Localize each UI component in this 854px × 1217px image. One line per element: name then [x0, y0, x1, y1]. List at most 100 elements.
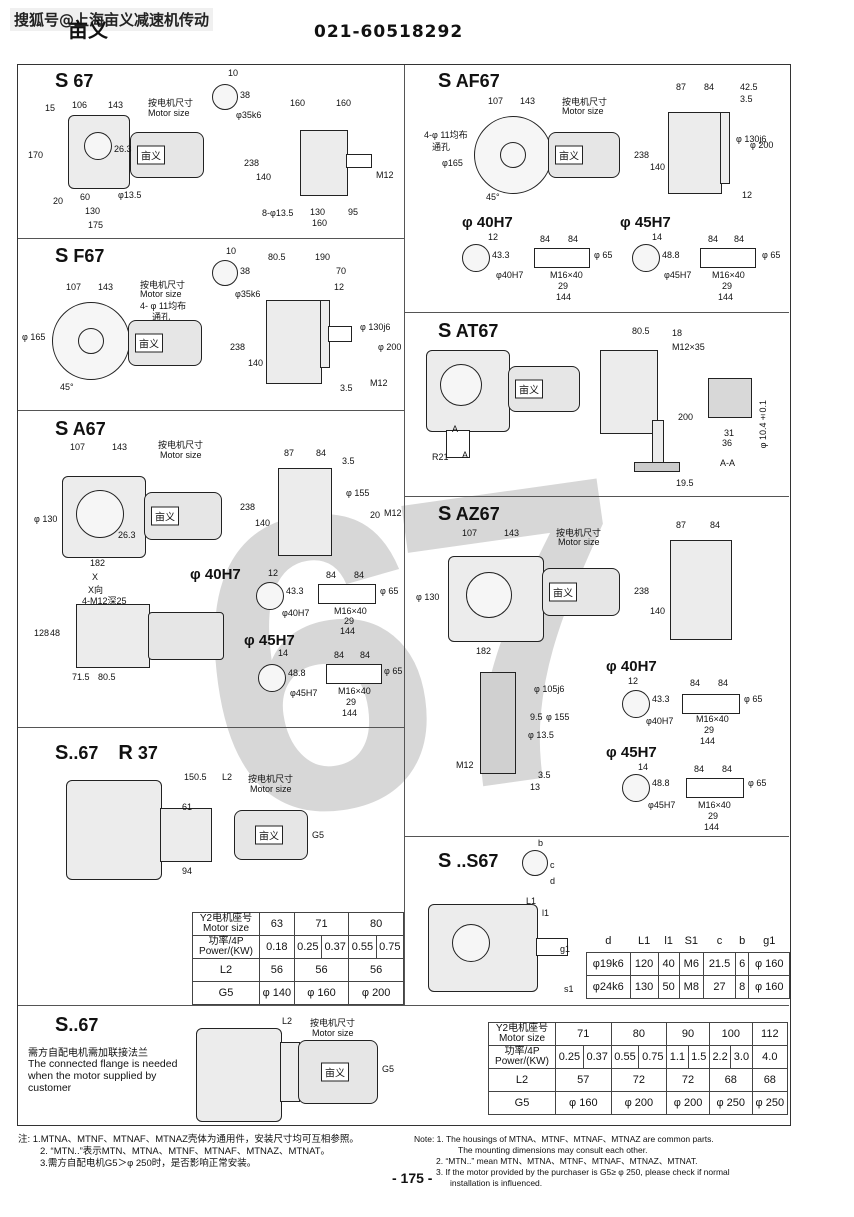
dim: 107 [70, 442, 86, 452]
divider [404, 312, 789, 313]
gearbox-housing [66, 780, 162, 880]
dim: φ 130j6 [736, 134, 767, 144]
dim: 84 [704, 82, 715, 92]
dim: 84 [568, 234, 579, 244]
dim: φ 200 [750, 140, 774, 150]
dim: 140 [248, 358, 264, 368]
motor-size-label: Motor size [558, 537, 600, 547]
dim: 143 [112, 442, 128, 452]
hollow-shaft-circle [466, 572, 512, 618]
dim: 238 [634, 586, 650, 596]
dim: 144 [718, 292, 734, 302]
dim: 128 [34, 628, 50, 638]
dim: 9.5 [530, 712, 543, 722]
motor-size-label: 按电机尺寸 [140, 280, 186, 290]
dim: φ45H7 [648, 800, 676, 810]
shaft-circle [500, 142, 526, 168]
dim: 36 [722, 438, 733, 448]
divider [404, 496, 789, 497]
section-title-sa67: S A67 [55, 418, 106, 440]
dim: 48.8 [652, 778, 670, 788]
dim: 84 [734, 234, 745, 244]
flange [720, 112, 730, 184]
motor-body: 亩义 [508, 366, 580, 412]
shaft-circle [78, 328, 104, 354]
motor-size-label: Motor size [312, 1028, 354, 1038]
note-cn: 需方自配电机需加联接法兰 [28, 1048, 148, 1059]
dim: 84 [694, 764, 705, 774]
output-shaft [328, 326, 352, 342]
motor-body: 亩义 [548, 132, 620, 178]
dim: φ 130j6 [360, 322, 391, 332]
hollow-shaft-circle [622, 774, 650, 802]
dim: 45° [486, 192, 500, 202]
dim: 87 [284, 448, 295, 458]
torque-arm-side [652, 420, 664, 468]
dim: 80.5 [268, 252, 286, 262]
motor-size-label: Motor size [160, 450, 202, 460]
dim: 144 [342, 708, 358, 718]
dim: φ 65 [744, 694, 763, 704]
hollow-shaft-circle [632, 244, 660, 272]
hollow-shaft-title: φ 40H7 [462, 214, 513, 231]
divider [404, 65, 405, 1005]
dim: 107 [462, 528, 478, 538]
header-phone: 021-60518292 [314, 22, 464, 42]
motor-body: 亩义 [298, 1040, 378, 1104]
dim: φ 65 [384, 666, 403, 676]
dim: 26.3 [114, 144, 132, 154]
dim: φ 10.4±0.1 [758, 400, 768, 449]
input-shaft [536, 938, 568, 956]
gearbox-housing [196, 1028, 282, 1122]
dim: 84 [722, 764, 733, 774]
dim: 26.3 [118, 530, 136, 540]
motor-size-label: 按电机尺寸 [148, 98, 194, 108]
flange [280, 1042, 300, 1102]
dim: d [550, 876, 556, 886]
motor-size-label: 按电机尺寸 [310, 1018, 356, 1028]
key-shaft [212, 84, 238, 110]
dim: φ 130 [416, 592, 440, 602]
dim: 182 [476, 646, 492, 656]
dim: 130 [310, 207, 326, 217]
hollow-shaft-title: φ 45H7 [606, 744, 657, 761]
dim: M12 [376, 170, 394, 180]
dim: L1 [526, 896, 537, 906]
dim: A [452, 424, 459, 434]
dim: 29 [704, 725, 715, 735]
notes-cn: 注: 1.MTNA、MTNF、MTNAF、MTNAZ壳体为通用件，安装尺寸均可互… [18, 1134, 359, 1169]
dim: 60 [80, 192, 91, 202]
dim: 20 [370, 510, 381, 520]
notes-en: Note: 1. The housings of MTNA、MTNF、MTNAF… [414, 1134, 730, 1188]
dim: 31 [724, 428, 735, 438]
section-title-sat67: S AT67 [438, 320, 499, 342]
dim: 15 [45, 103, 56, 113]
header-brand: 亩义 [68, 18, 108, 42]
page-number: - 175 - [392, 1170, 433, 1186]
dim: M16×40 [712, 270, 745, 280]
dim: 140 [650, 162, 666, 172]
dim: 144 [556, 292, 572, 302]
dim: φ35k6 [236, 110, 262, 120]
divider [18, 1005, 789, 1006]
dim: L2 [282, 1016, 293, 1026]
dim: G5 [382, 1064, 395, 1074]
dim: M12 [456, 760, 474, 770]
dim: G5 [312, 830, 325, 840]
dim: L2 [222, 772, 233, 782]
dim: 48 [50, 628, 61, 638]
dim: 12 [742, 190, 753, 200]
divider [404, 836, 789, 837]
dim: 4-φ 11均布 [424, 130, 468, 140]
gearbox-side [670, 540, 732, 640]
dim: 80.5 [632, 326, 650, 336]
dim: 13 [530, 782, 541, 792]
dim: 190 [315, 252, 331, 262]
motor-body: 亩义 [234, 810, 308, 860]
dim: 3.5 [740, 94, 753, 104]
hollow-shaft-title: φ 45H7 [620, 214, 671, 231]
dim: 14 [278, 648, 289, 658]
dim: 130 [85, 206, 101, 216]
dim: φ 130 [34, 514, 58, 524]
